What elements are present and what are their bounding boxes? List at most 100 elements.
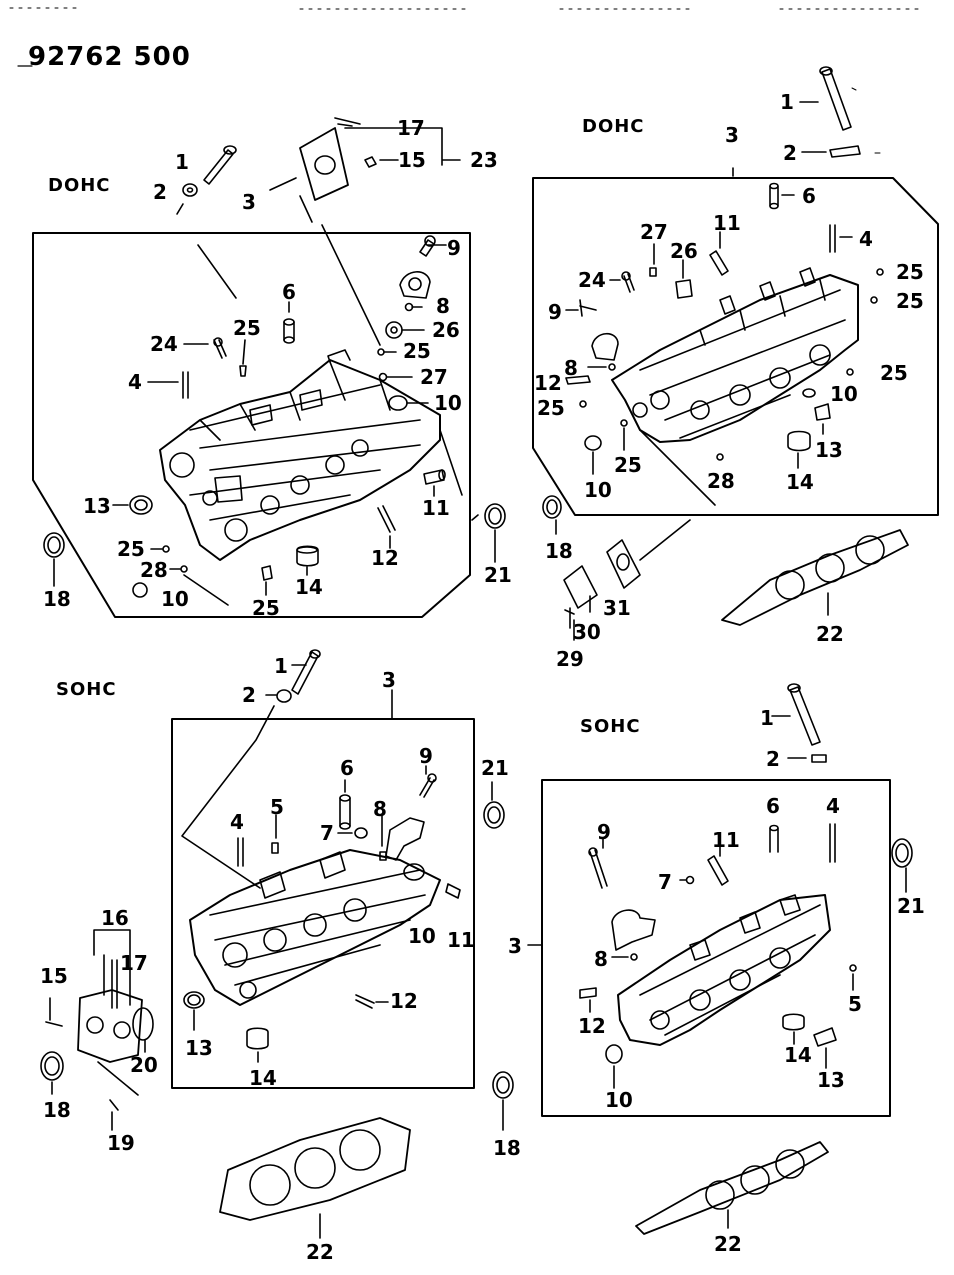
- callout-q1-25a: 25: [233, 316, 261, 340]
- sohc-right-group: [527, 683, 913, 1235]
- callout-q4-10: 10: [605, 1088, 633, 1112]
- callout-q2-29: 29: [556, 647, 584, 671]
- callout-q4-14: 14: [784, 1043, 812, 1067]
- callout-q2-18: 18: [545, 539, 573, 563]
- callout-q1-28: 28: [140, 558, 168, 582]
- callout-q1-18: 18: [43, 587, 71, 611]
- callout-q2-10a: 10: [830, 382, 858, 406]
- callout-q2-1: 1: [780, 90, 794, 114]
- callout-q4-7: 7: [658, 870, 672, 894]
- callout-q4-13: 13: [817, 1068, 845, 1092]
- callout-q3-5: 5: [270, 795, 284, 819]
- callout-q2-3: 3: [725, 123, 739, 147]
- callout-q4-12: 12: [578, 1014, 606, 1038]
- callout-q3-4: 4: [230, 810, 244, 834]
- callout-q3-19: 19: [107, 1131, 135, 1155]
- callout-q2-25b: 25: [896, 289, 924, 313]
- callout-q3-2: 2: [242, 683, 256, 707]
- callout-q3-22: 22: [306, 1240, 334, 1264]
- callout-q2-25c: 25: [880, 361, 908, 385]
- callout-q2-25d: 25: [537, 396, 565, 420]
- callout-q3-17: 17: [120, 951, 148, 975]
- callout-q1-12: 12: [371, 546, 399, 570]
- callout-q2-14: 14: [786, 470, 814, 494]
- callout-q3-1: 1: [274, 654, 288, 678]
- callout-q1-10a: 10: [434, 391, 462, 415]
- callout-q1-8: 8: [436, 294, 450, 318]
- callout-q1-26: 26: [432, 318, 460, 342]
- callout-q1-27: 27: [420, 365, 448, 389]
- dohc-left-group: [32, 117, 506, 618]
- callout-q1-23: 23: [470, 148, 498, 172]
- callout-q4-9: 9: [597, 820, 611, 844]
- callout-q2-25a: 25: [896, 260, 924, 284]
- sohc-left-group: [40, 649, 514, 1239]
- callout-q2-25e: 25: [614, 453, 642, 477]
- dohc-right-group: [532, 66, 939, 641]
- callout-q3-9: 9: [419, 744, 433, 768]
- callout-q4-2: 2: [766, 747, 780, 771]
- callout-q3-15: 15: [40, 964, 68, 988]
- callout-q1-17: 17: [397, 116, 425, 140]
- callout-q4-21: 21: [897, 894, 925, 918]
- callout-q4-11: 11: [712, 828, 740, 852]
- part-number: 92762 500: [28, 42, 191, 72]
- callout-q2-10b: 10: [584, 478, 612, 502]
- callout-q4-6: 6: [766, 794, 780, 818]
- callout-q3-21a: 21: [481, 756, 509, 780]
- callout-q2-9: 9: [548, 300, 562, 324]
- callout-q1-14: 14: [295, 575, 323, 599]
- callout-q1-21: 21: [484, 563, 512, 587]
- callout-q4-4: 4: [826, 794, 840, 818]
- callout-q2-24: 24: [578, 268, 606, 292]
- callout-q2-12: 12: [534, 371, 562, 395]
- callout-q3-11: 11: [447, 928, 475, 952]
- section-label-sohc-left: SOHC: [56, 679, 117, 700]
- callout-q1-24: 24: [150, 332, 178, 356]
- callout-q3-10: 10: [408, 924, 436, 948]
- callout-q2-22: 22: [816, 622, 844, 646]
- callout-q2-11: 11: [713, 211, 741, 235]
- callout-q1-25d: 25: [252, 596, 280, 620]
- callout-q3-7: 7: [320, 821, 334, 845]
- callout-q3-18b: 18: [493, 1136, 521, 1160]
- callout-q4-1: 1: [760, 706, 774, 730]
- callout-q4-3: 3: [508, 934, 522, 958]
- callout-q1-25b: 25: [403, 339, 431, 363]
- callout-q2-28: 28: [707, 469, 735, 493]
- callout-q1-9: 9: [447, 236, 461, 260]
- callout-q3-18a: 18: [43, 1098, 71, 1122]
- callout-q2-4: 4: [859, 227, 873, 251]
- callout-q1-1: 1: [175, 150, 189, 174]
- callout-q2-27: 27: [640, 220, 668, 244]
- callout-q1-11: 11: [422, 496, 450, 520]
- callout-q3-16: 16: [101, 906, 129, 930]
- callout-q2-2: 2: [783, 141, 797, 165]
- callout-q1-25c: 25: [117, 537, 145, 561]
- callout-q1-2: 2: [153, 180, 167, 204]
- callout-q3-14: 14: [249, 1066, 277, 1090]
- callout-q1-13: 13: [83, 494, 111, 518]
- callout-q4-8: 8: [594, 947, 608, 971]
- callout-q2-13: 13: [815, 438, 843, 462]
- callout-q1-3: 3: [242, 190, 256, 214]
- callout-q2-26: 26: [670, 239, 698, 263]
- callout-q1-4: 4: [128, 370, 142, 394]
- callout-q1-6: 6: [282, 280, 296, 304]
- section-label-dohc-left: DOHC: [48, 175, 111, 196]
- callout-q2-8: 8: [564, 356, 578, 380]
- callout-q3-8: 8: [373, 797, 387, 821]
- callout-q2-6: 6: [802, 184, 816, 208]
- callout-q3-20: 20: [130, 1053, 158, 1077]
- section-label-dohc-right: DOHC: [582, 116, 645, 137]
- section-label-sohc-right: SOHC: [580, 716, 641, 737]
- callout-q1-10b: 10: [161, 587, 189, 611]
- callout-q2-30: 30: [573, 620, 601, 644]
- callout-q4-5: 5: [848, 992, 862, 1016]
- callout-q4-22: 22: [714, 1232, 742, 1256]
- callout-q3-6: 6: [340, 756, 354, 780]
- callout-q2-31: 31: [603, 596, 631, 620]
- callout-q3-12: 12: [390, 989, 418, 1013]
